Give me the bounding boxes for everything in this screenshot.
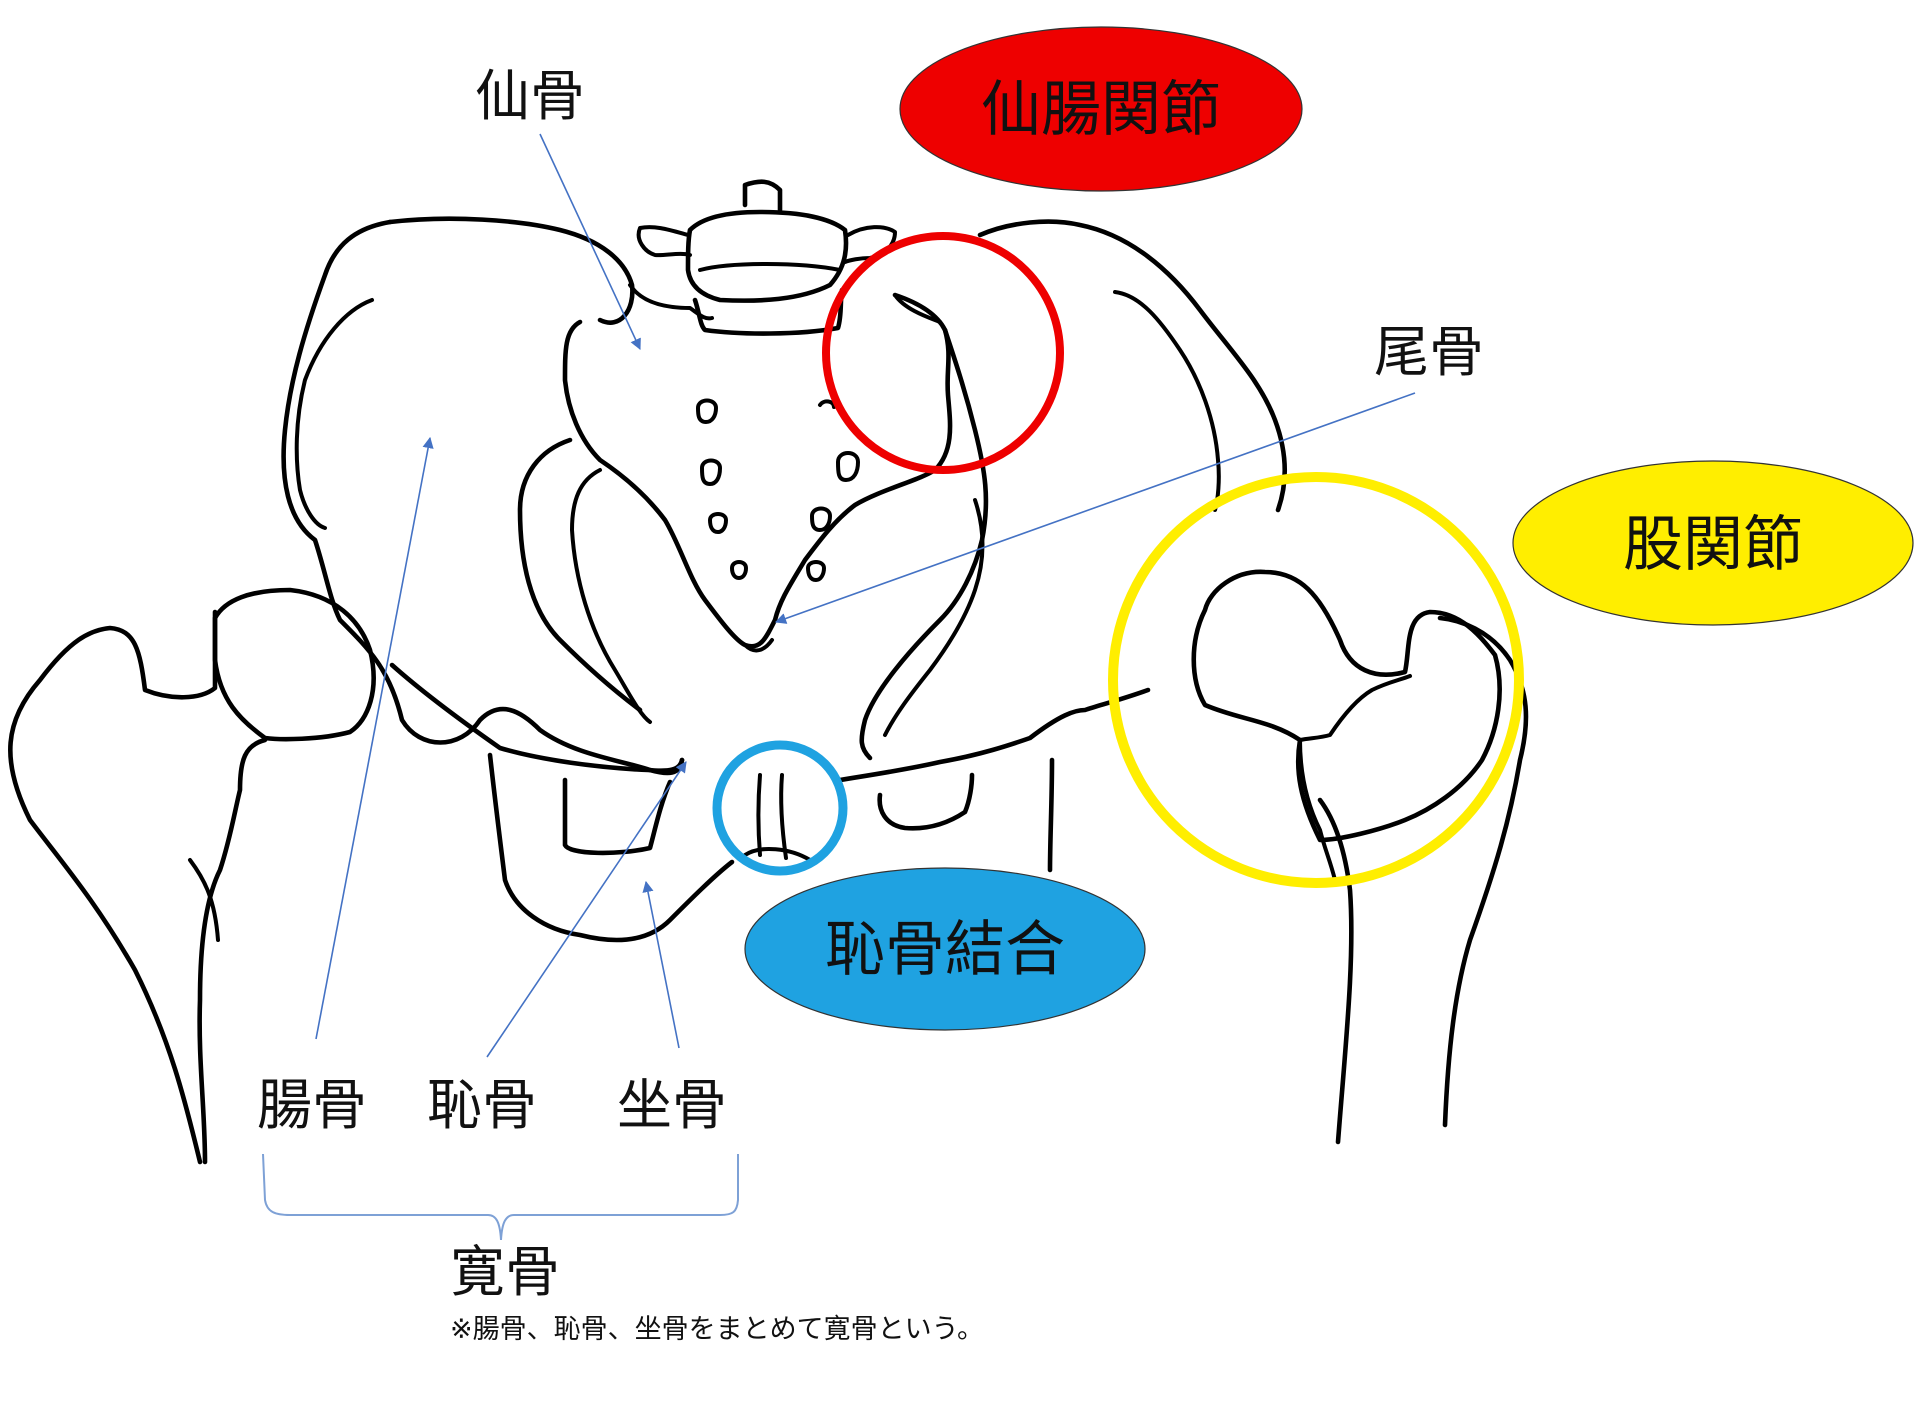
symphysis-lines	[743, 773, 812, 862]
symphysis-label: 恥骨結合	[825, 915, 1065, 985]
hip-joint-label: 股関節	[1623, 510, 1803, 580]
pubis-label: 恥骨	[427, 1073, 537, 1137]
right-pelvic-rim	[883, 498, 985, 737]
coccyx-leader	[774, 392, 1416, 624]
hip-bone-note: ※腸骨、恥骨、坐骨をまとめて寛骨という。	[450, 1314, 984, 1345]
ilium-leader	[315, 436, 434, 1040]
hip-joint-ring	[1108, 472, 1524, 888]
pubis-leader	[486, 761, 687, 1058]
lumbar-vertebra	[636, 179, 897, 336]
left-pelvic-inlet	[517, 437, 643, 713]
sacrum-right-ala	[893, 293, 942, 324]
left-iliac-crest-inner	[294, 298, 374, 530]
coccyx	[743, 638, 774, 653]
left-trochanter	[188, 858, 220, 942]
left-femur-neck	[197, 737, 268, 1165]
left-ilium-crest	[387, 216, 635, 325]
right-femur-epiphysis	[1298, 674, 1412, 742]
leader-lines	[315, 133, 1416, 1058]
sacral-foramina	[696, 398, 860, 582]
coccyx-label: 尾骨	[1374, 320, 1484, 384]
sacroiliac-label: 仙腸関節	[981, 75, 1221, 145]
hip-bone-brace	[262, 1153, 739, 1241]
sacroiliac-badge	[899, 26, 1303, 192]
sacrum-leader	[539, 133, 641, 351]
right-ilium-inner	[859, 327, 989, 761]
left-femur-head	[212, 587, 376, 742]
sacrum	[562, 292, 953, 649]
sacrum-left-ala	[628, 283, 714, 321]
left-ilium	[281, 219, 685, 776]
sacroiliac-joint-ring	[822, 232, 1064, 474]
symphysis-ring	[712, 740, 848, 876]
right-ilium	[977, 219, 1288, 513]
left-pubis	[389, 662, 735, 943]
right-femur	[1317, 615, 1529, 1145]
ilium-label: 腸骨	[257, 1073, 367, 1137]
right-iliac-crest-inner	[1113, 290, 1221, 512]
left-obturator	[562, 777, 673, 856]
sacrum-label: 仙骨	[475, 64, 585, 128]
hip-bone-label: 寛骨	[450, 1240, 560, 1304]
left-pelvic-rim	[570, 468, 652, 724]
right-femur-neck-line	[1298, 738, 1337, 882]
left-femur	[8, 609, 218, 1165]
hip-joint-badge	[1512, 460, 1914, 626]
right-obturator	[877, 772, 975, 831]
ischium-label: 坐骨	[617, 1073, 727, 1137]
ischium-leader	[642, 880, 680, 1049]
symphysis-badge	[744, 867, 1146, 1031]
bone-outlines	[8, 179, 1529, 1165]
right-femur-head	[1191, 569, 1502, 843]
